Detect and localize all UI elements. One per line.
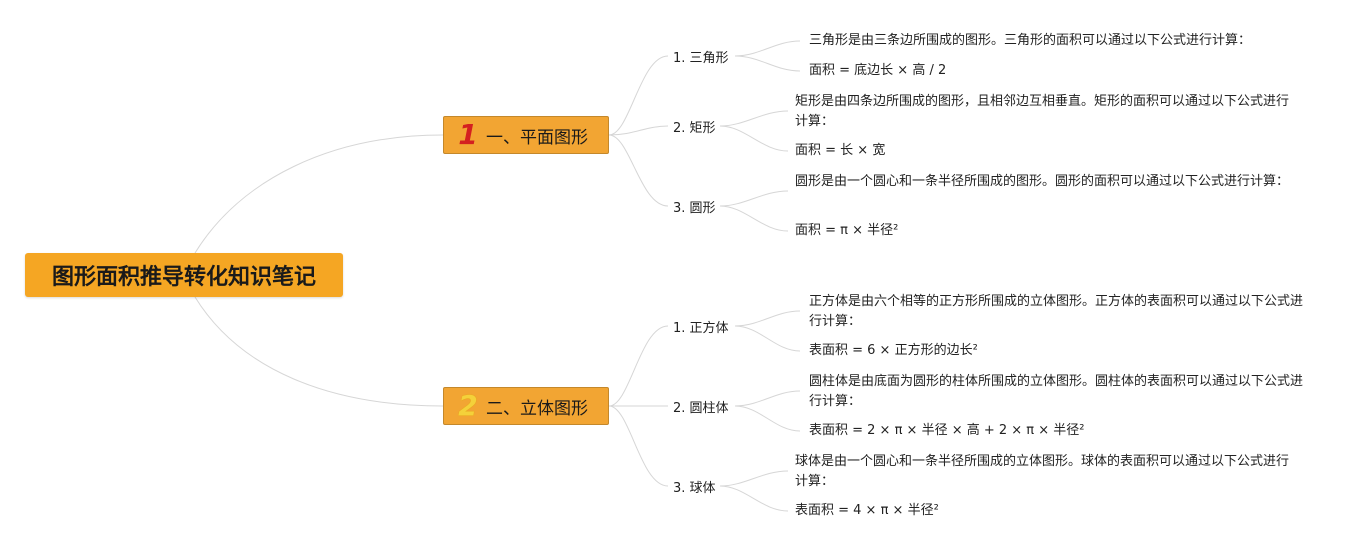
connector-b2-s3-desc [719,470,789,487]
leaf-cube-formula[interactable]: 表面积 = 6 × 正方形的边长² [809,343,978,358]
connector-b1-s2-desc [719,110,789,127]
leaf-triangle-description[interactable]: 三角形是由三条边所围成的图形。三角形的面积可以通过以下公式进行计算： [809,33,1252,48]
connector-root-branch-2 [194,296,444,407]
connector-root-branch-1 [194,134,444,254]
branch-topic-label: 一、平面图形 [486,127,588,148]
connector-b1-s1 [608,55,669,136]
root-topic[interactable]: 图形面积推导转化知识笔记 [25,253,343,297]
connector-b1-s1-formula [734,55,801,72]
branch-topic-plane-shapes[interactable]: 1 一、平面图形 [443,116,609,154]
connector-b2-s2-formula [734,405,801,432]
connector-b2-s1-desc [734,310,801,327]
subtopic-triangle[interactable]: 1. 三角形 [673,51,729,66]
subtopic-cylinder[interactable]: 2. 圆柱体 [673,401,729,416]
subtopic-sphere[interactable]: 3. 球体 [673,481,716,496]
leaf-cube-description[interactable]: 正方体是由六个相等的正方形所围成的立体图形。正方体的表面积可以通过以下公式进行计… [809,294,1304,329]
connector-b1-s3 [608,134,669,207]
branch-topic-label: 二、立体图形 [486,398,588,419]
subtopic-rectangle[interactable]: 2. 矩形 [673,121,716,136]
branch-topic-solid-shapes[interactable]: 2 二、立体图形 [443,387,609,425]
root-topic-title: 图形面积推导转化知识笔记 [51,265,316,290]
connector-b1-s2 [608,125,669,136]
connector-b1-s2-formula [719,125,789,152]
number-1-icon: 1 [458,118,478,151]
leaf-sphere-description[interactable]: 球体是由一个圆心和一条半径所围成的立体图形。球体的表面积可以通过以下公式进行计算… [795,454,1290,489]
connector-b2-s2-desc [734,390,801,407]
connector-b2-s1-formula [734,325,801,352]
connector-b1-s1-desc [734,40,801,57]
number-2-icon: 2 [458,389,478,422]
leaf-rectangle-description[interactable]: 矩形是由四条边所围成的图形，且相邻边互相垂直。矩形的面积可以通过以下公式进行计算… [795,94,1290,129]
connector-b2-s3 [608,405,669,487]
leaf-circle-description[interactable]: 圆形是由一个圆心和一条半径所围成的图形。圆形的面积可以通过以下公式进行计算： [795,174,1290,189]
leaf-circle-formula[interactable]: 面积 = π × 半径² [795,223,899,238]
connector-b2-s3-formula [719,485,789,512]
leaf-cylinder-description[interactable]: 圆柱体是由底面为圆形的柱体所围成的立体图形。圆柱体的表面积可以通过以下公式进行计… [809,374,1304,409]
leaf-triangle-formula[interactable]: 面积 = 底边长 × 高 / 2 [809,63,947,78]
connector-b2-s1 [608,325,669,407]
leaf-rectangle-formula[interactable]: 面积 = 长 × 宽 [795,143,886,158]
subtopic-cube[interactable]: 1. 正方体 [673,321,729,336]
connector-b1-s3-desc [719,190,789,207]
subtopic-circle[interactable]: 3. 圆形 [673,201,716,216]
leaf-cylinder-formula[interactable]: 表面积 = 2 × π × 半径 × 高 + 2 × π × 半径² [809,423,1085,438]
connector-b1-s3-formula [719,205,789,232]
leaf-sphere-formula[interactable]: 表面积 = 4 × π × 半径² [795,503,939,518]
